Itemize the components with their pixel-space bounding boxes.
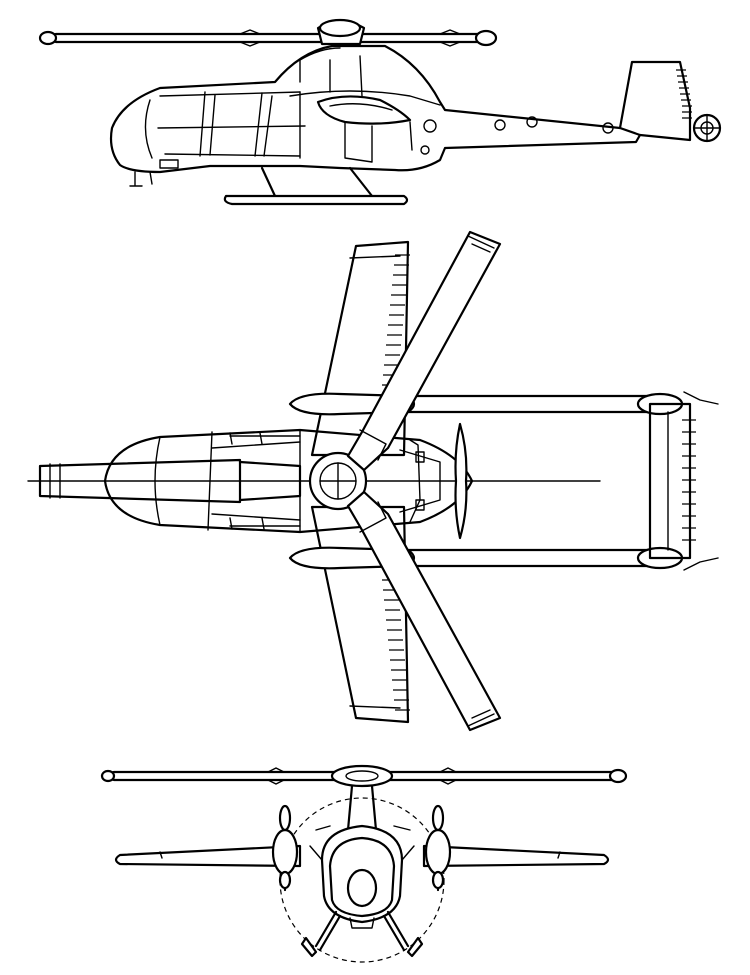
side-view-drawing bbox=[0, 0, 750, 215]
rotor-hub-plan bbox=[310, 453, 366, 509]
main-rotor-front bbox=[102, 766, 626, 830]
engine-pods-front bbox=[273, 806, 450, 890]
tail-booms bbox=[400, 392, 718, 570]
front-view-drawing bbox=[0, 755, 750, 975]
plan-view-drawing bbox=[0, 215, 750, 755]
fuselage-side bbox=[111, 46, 640, 186]
wings-front bbox=[116, 846, 608, 866]
rotor-blade-lower bbox=[348, 492, 500, 730]
fuselage-front bbox=[310, 826, 414, 922]
fuselage-plan bbox=[40, 424, 472, 538]
rotor-blade-upper bbox=[348, 232, 500, 470]
side-view bbox=[0, 0, 750, 215]
plan-view bbox=[0, 215, 750, 755]
landing-gear-front bbox=[302, 912, 422, 956]
skid-side bbox=[225, 168, 407, 204]
tail-side bbox=[620, 62, 720, 141]
main-rotor-side bbox=[40, 20, 496, 46]
front-view bbox=[0, 755, 750, 975]
